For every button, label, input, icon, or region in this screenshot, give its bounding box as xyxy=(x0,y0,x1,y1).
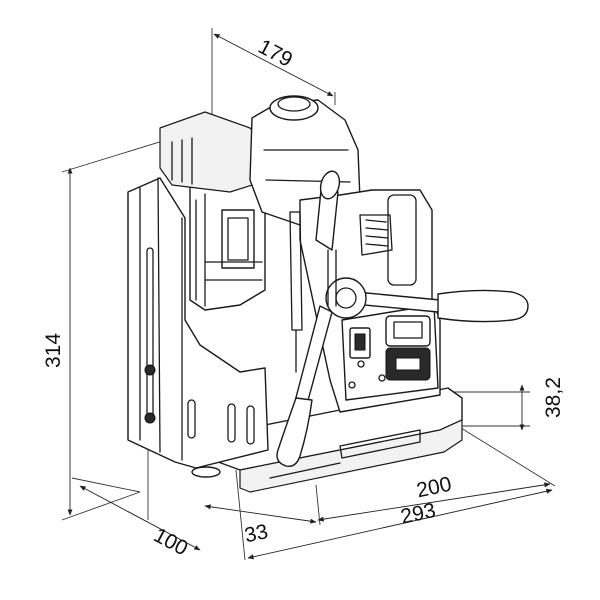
feed-handles[interactable] xyxy=(276,169,529,467)
switch-panel xyxy=(341,304,439,401)
motor xyxy=(159,111,269,311)
panel-screw-icon xyxy=(348,381,356,389)
motor-start-button[interactable] xyxy=(385,315,431,347)
dim-height: 314 xyxy=(42,333,65,368)
slide-screw-icon xyxy=(144,412,156,424)
side-plate xyxy=(127,177,269,469)
dim-stroke-width: 200 xyxy=(415,473,454,503)
panel-screw-icon xyxy=(378,374,386,382)
dim-offset: 33 xyxy=(243,520,271,547)
indicator-light-icon xyxy=(357,360,365,368)
dim-overall-width: 293 xyxy=(399,499,438,529)
dim-base-depth: 100 xyxy=(150,524,192,561)
dimension-lines xyxy=(61,28,556,561)
slide-screw-icon xyxy=(144,364,156,376)
dim-depth-top: 179 xyxy=(254,35,296,72)
dim-magnet-height: 38,2 xyxy=(542,377,565,418)
switch-rocker-icon xyxy=(354,333,366,351)
